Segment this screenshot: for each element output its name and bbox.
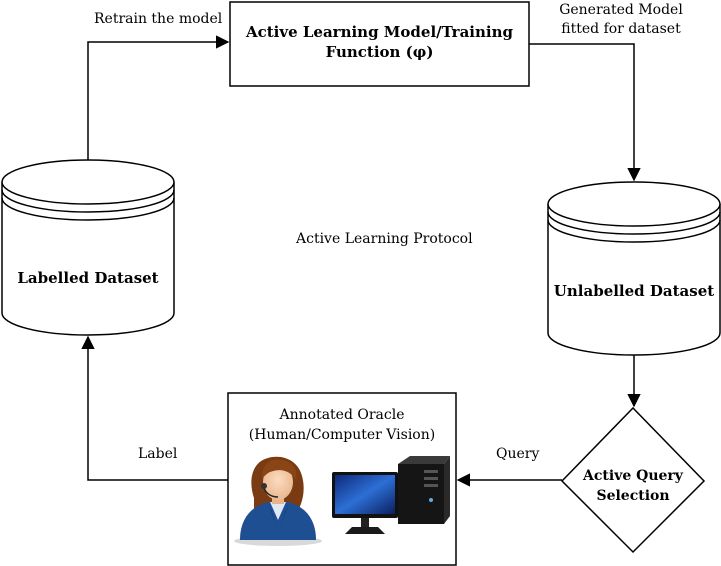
query-selection-line1: Active Query bbox=[583, 468, 683, 484]
oracle-label-line2: (Human/Computer Vision) bbox=[248, 427, 436, 443]
model-label-line2: Function (φ) bbox=[325, 43, 434, 61]
label-edge-label: Label bbox=[138, 446, 178, 462]
generated-model-label: Generated Model fitted for dataset bbox=[546, 1, 696, 39]
query-selection-diamond bbox=[560, 406, 706, 554]
generated-model-arrow bbox=[529, 43, 641, 182]
computer-icon bbox=[332, 456, 450, 534]
retrain-arrow bbox=[87, 35, 230, 160]
query-selection-label: Active Query Selection bbox=[568, 466, 698, 506]
model-label-line1: Active Learning Model/Training bbox=[245, 23, 514, 41]
labelled-dataset-label: Labelled Dataset bbox=[17, 269, 159, 287]
generated-model-line1: Generated Model bbox=[559, 2, 683, 18]
person-icon bbox=[234, 456, 322, 546]
oracle-label: Annotated Oracle (Human/Computer Vision) bbox=[228, 405, 456, 445]
query-selection-line2: Selection bbox=[596, 488, 670, 504]
diagram-title: Active Learning Protocol bbox=[296, 231, 473, 247]
labelled-dataset-cylinder bbox=[1, 159, 175, 336]
unlabelled-dataset-label: Unlabelled Dataset bbox=[553, 282, 715, 300]
label-arrow bbox=[81, 335, 228, 481]
model-box bbox=[229, 1, 530, 87]
query-label: Query bbox=[496, 446, 540, 462]
oracle-label-line1: Annotated Oracle bbox=[279, 407, 405, 423]
unlabelled-dataset-cylinder bbox=[547, 181, 721, 356]
model-label: Active Learning Model/Training Function … bbox=[230, 22, 529, 62]
generated-model-line2: fitted for dataset bbox=[561, 21, 681, 37]
retrain-label: Retrain the model bbox=[94, 11, 223, 27]
